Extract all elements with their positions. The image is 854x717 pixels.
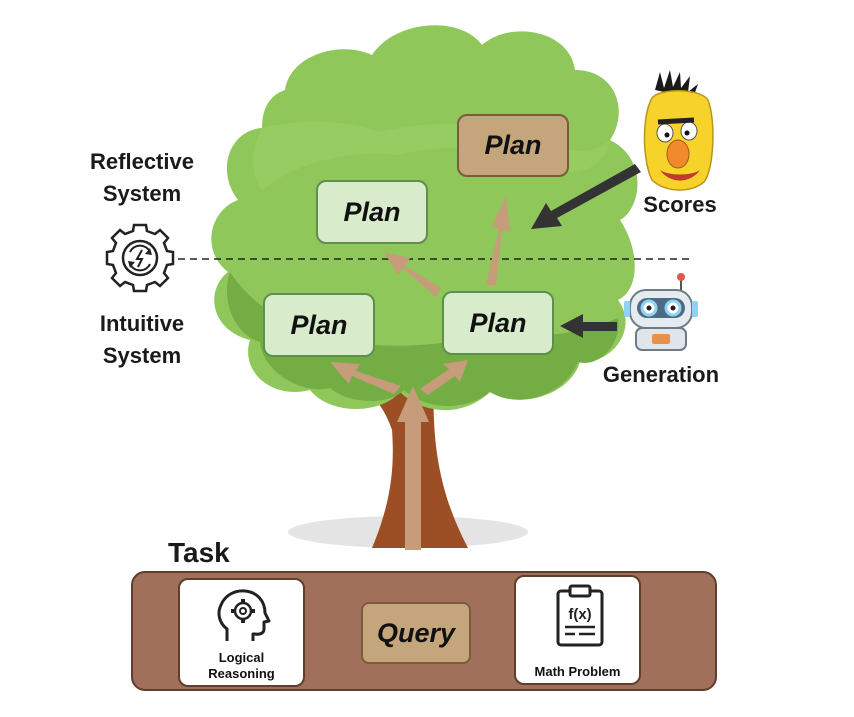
growth-arrows <box>330 196 510 550</box>
intuitive-system-label: Intuitive System <box>99 311 185 368</box>
clipboard-function-icon: f(x) <box>556 584 604 647</box>
generation-label: Generation <box>602 362 720 387</box>
svg-text:f(x): f(x) <box>568 606 591 623</box>
math-problem-card: f(x) Math Problem <box>514 575 641 685</box>
logical-reasoning-label: Logical Reasoning <box>208 650 275 681</box>
plan-box-reflective-left: Plan <box>316 180 428 244</box>
logical-reasoning-card: Logical Reasoning <box>178 578 305 687</box>
head-gear-icon <box>217 589 271 641</box>
plan-box-intuitive-left: Plan <box>263 293 375 357</box>
math-problem-label: Math Problem <box>534 664 621 679</box>
plan-box-reflective-top: Plan <box>457 114 569 177</box>
feedback-arrows <box>531 164 641 338</box>
reflective-system-label: Reflective System <box>90 149 194 206</box>
task-label: Task <box>168 537 230 568</box>
robot-icon <box>624 273 698 351</box>
query-box: Query <box>361 602 471 664</box>
gear-cycle-icon <box>105 223 175 293</box>
bert-character-icon <box>643 70 714 191</box>
plan-box-intuitive-right: Plan <box>442 291 554 355</box>
scores-label: Scores <box>643 192 717 217</box>
